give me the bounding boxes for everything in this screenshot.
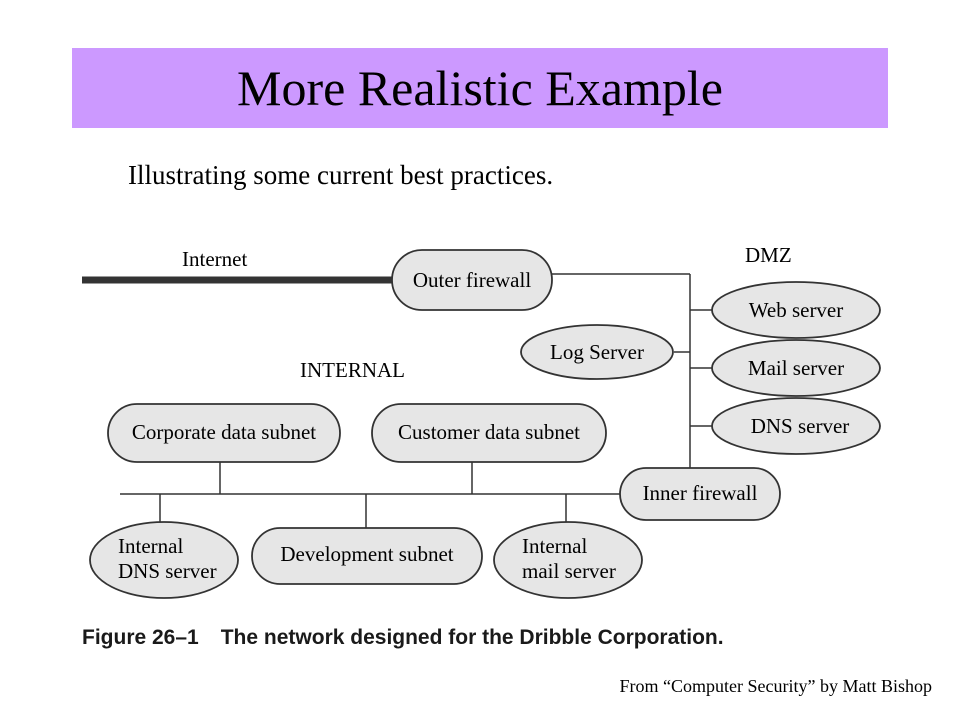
slide-title: More Realistic Example (237, 60, 723, 116)
inner-firewall-label: Inner firewall (643, 481, 758, 505)
web-server-label: Web server (749, 298, 844, 322)
log-server-label: Log Server (550, 340, 644, 364)
development-subnet-label: Development subnet (280, 542, 453, 566)
internal-dns-label-line2: DNS server (118, 559, 217, 583)
figure-number: Figure 26–1 (82, 626, 199, 649)
source-credit: From “Computer Security” by Matt Bishop (619, 676, 932, 696)
figure-caption-text: The network designed for the Dribble Cor… (220, 626, 724, 649)
log-server-node: Log Server (520, 324, 674, 380)
development-subnet-node: Development subnet (251, 527, 483, 585)
internal-dns-label-line1: Internal (118, 534, 183, 558)
slide-subtitle: Illustrating some current best practices… (128, 160, 554, 190)
corporate-subnet-node: Corporate data subnet (107, 403, 341, 463)
outer-firewall-node: Outer firewall (391, 249, 553, 311)
internal-mail-node: Internal mail server (493, 521, 643, 599)
dns-server-label: DNS server (751, 414, 850, 438)
internal-label: INTERNAL (300, 358, 405, 382)
dmz-label: DMZ (745, 243, 792, 267)
customer-subnet-node: Customer data subnet (371, 403, 607, 463)
title-bar: More Realistic Example (72, 48, 888, 128)
inner-firewall-node: Inner firewall (619, 467, 781, 521)
outer-firewall-label: Outer firewall (413, 268, 532, 292)
web-server-node: Web server (711, 281, 881, 339)
internal-mail-label-line1: Internal (522, 534, 587, 558)
figure-caption: Figure 26–1 The network designed for the … (82, 626, 724, 650)
internet-label: Internet (182, 247, 247, 271)
connectors (120, 273, 712, 530)
dns-server-node: DNS server (711, 397, 881, 455)
customer-subnet-label: Customer data subnet (398, 420, 580, 444)
internal-mail-label-line2: mail server (522, 559, 616, 583)
mail-server-node: Mail server (711, 339, 881, 397)
mail-server-label: Mail server (748, 356, 844, 380)
corporate-subnet-label: Corporate data subnet (132, 420, 316, 444)
internal-dns-node: Internal DNS server (89, 521, 239, 599)
